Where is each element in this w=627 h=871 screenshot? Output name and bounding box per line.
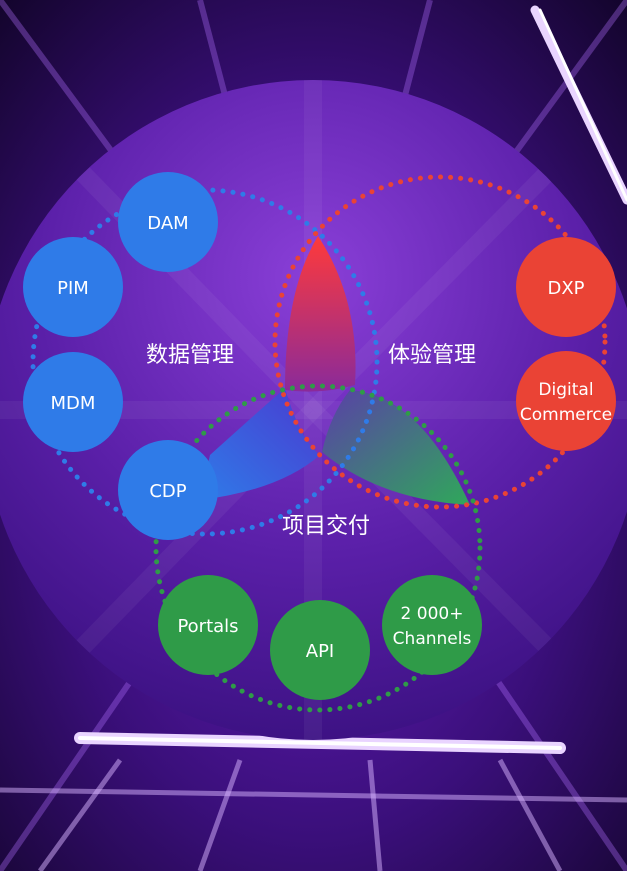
svg-text:CDP: CDP xyxy=(149,481,186,502)
overlap-data-delivery xyxy=(200,388,320,500)
node-dxp: DXP xyxy=(516,237,616,337)
group-circle-experience xyxy=(272,174,608,510)
svg-text:API: API xyxy=(306,641,334,662)
node-dam: DAM xyxy=(118,172,218,272)
svg-text:MDM: MDM xyxy=(51,393,96,414)
svg-text:2 000+: 2 000+ xyxy=(401,604,464,624)
svg-text:Portals: Portals xyxy=(177,616,238,637)
node-mdm: MDM xyxy=(23,352,123,452)
group-circle-delivery xyxy=(153,383,483,713)
group-label-data: 数据管理 xyxy=(146,343,234,368)
neon-lights xyxy=(74,5,627,754)
svg-text:Channels: Channels xyxy=(393,629,472,649)
node-channels: 2 000+ Channels xyxy=(382,575,482,675)
group-label-experience: 体验管理 xyxy=(388,343,476,368)
floor-rails xyxy=(0,758,627,871)
svg-text:PIM: PIM xyxy=(57,278,89,299)
node-cdp: CDP xyxy=(118,440,218,540)
svg-text:Commerce: Commerce xyxy=(520,405,612,425)
node-api: API xyxy=(270,600,370,700)
node-portals: Portals xyxy=(158,575,258,675)
overlap-experience-delivery xyxy=(322,390,470,505)
node-digital-commerce: Digital Commerce xyxy=(516,351,616,451)
group-label-delivery: 项目交付 xyxy=(282,514,370,539)
svg-text:DAM: DAM xyxy=(147,213,188,234)
svg-text:DXP: DXP xyxy=(547,278,584,299)
overlap-data-experience xyxy=(285,236,356,392)
svg-text:Digital: Digital xyxy=(538,380,593,400)
node-pim: PIM xyxy=(23,237,123,337)
